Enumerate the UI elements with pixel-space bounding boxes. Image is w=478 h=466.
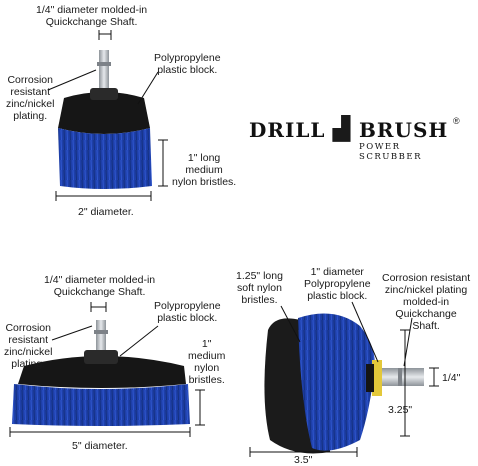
hex-shaft xyxy=(99,50,109,90)
bristles xyxy=(58,128,152,189)
registered-mark: ® xyxy=(453,116,460,126)
br-shaft-dim: 1/4" xyxy=(442,372,461,384)
brush-cone xyxy=(249,301,439,457)
brand-tagline: POWER SCRUBBER xyxy=(359,142,422,162)
brand-name-right: BRUSH xyxy=(359,118,449,142)
brush-5in xyxy=(9,302,205,437)
brush-2in xyxy=(47,30,168,201)
ferrule xyxy=(372,360,382,396)
plastic-block xyxy=(18,356,186,388)
hex-shaft xyxy=(96,320,106,350)
br-length-dim: 3.25" xyxy=(388,404,413,416)
top-diameter-label: 2" diameter. xyxy=(78,206,134,218)
bristles-blue xyxy=(298,313,375,451)
brand-logo: DRILL ▟ BRUSH ® POWER SCRUBBER xyxy=(249,114,460,162)
plastic-block xyxy=(58,92,150,134)
hex-shaft xyxy=(382,368,424,386)
brand-name-left: DRILL xyxy=(249,118,326,142)
br-diameter-dim: 3.5" xyxy=(294,454,313,466)
bl-diameter-label: 5" diameter. xyxy=(72,440,128,452)
bristles xyxy=(12,384,190,426)
brush-glyph-icon: ▟ xyxy=(333,116,350,141)
